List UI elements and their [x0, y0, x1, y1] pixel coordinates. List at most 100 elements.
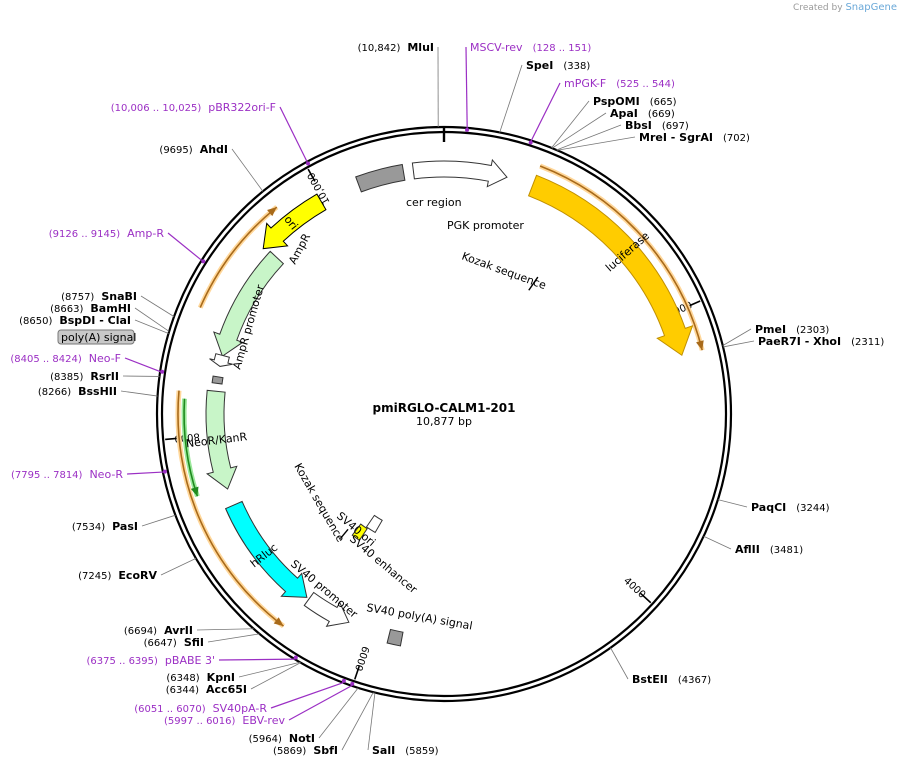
leader-line — [288, 685, 352, 721]
site-acc65i-position: (6344) — [166, 685, 199, 696]
leader-line — [279, 106, 308, 163]
scale-tick-label: 4000 — [621, 576, 647, 601]
site-bsshii-name: BssHII — [78, 385, 117, 398]
site-ecorv[interactable]: EcoRV(7245) — [78, 569, 157, 582]
site-kpni[interactable]: KpnI(6348) — [166, 671, 235, 684]
primer-ebv-rev[interactable]: EBV-rev(5997 .. 6016) — [164, 714, 285, 727]
primer-ebv-rev-position: (5997 .. 6016) — [164, 716, 236, 727]
site-avrii-name: AvrII — [164, 624, 193, 637]
label-highlight — [57, 329, 135, 345]
leader-lines — [120, 46, 755, 751]
primer-neo-r[interactable]: Neo-R(7795 .. 7814) — [11, 468, 123, 481]
watermark-brand: SnapGene — [845, 2, 897, 13]
site-apai[interactable]: ApaI(669) — [610, 107, 675, 120]
primer-neo-f-position: (8405 .. 8424) — [10, 354, 82, 365]
primer-sv40pa-r[interactable]: SV40pA-R(6051 .. 6070) — [134, 702, 267, 715]
site-bspdi-clai[interactable]: BspDI - ClaI(8650) — [19, 314, 131, 327]
feature-ampr-promoter[interactable] — [209, 353, 233, 367]
primer-pbabe-3-position: (6375 .. 6395) — [87, 656, 159, 667]
feature-sv40-ori[interactable] — [351, 523, 368, 541]
feature-luciferase[interactable] — [527, 174, 694, 357]
leader-line — [141, 514, 176, 527]
site-paer7i-xhoi[interactable]: PaeR7I - XhoI (2311) — [758, 335, 884, 348]
site-rsrii-name: RsrII — [90, 370, 119, 383]
feature-ampr-label: AmpR — [286, 231, 313, 266]
feature-kozak-sequence[interactable] — [528, 276, 539, 291]
site-paer7i-xhoi-name: PaeR7I - XhoI — [758, 335, 841, 348]
site-spei[interactable]: SpeI(338) — [526, 59, 590, 72]
site-mlui[interactable]: MluI(10,842) — [358, 41, 434, 54]
site-paer7i-xhoi-position: (2311) — [851, 337, 884, 348]
site-mrei-sgrai-name: MreI - SgrAI — [639, 131, 713, 144]
primer-amp-r[interactable]: Amp-R(9126 .. 9145) — [49, 227, 165, 240]
leader-line — [124, 357, 161, 373]
site-sfii[interactable]: SfiI(6647) — [144, 636, 204, 649]
site-bbsi[interactable]: BbsI(697) — [625, 119, 689, 132]
orf-arrowhead — [267, 207, 277, 217]
feature-sv40-promoter[interactable] — [303, 591, 350, 627]
feature-hrluc[interactable] — [224, 500, 308, 598]
site-avrii[interactable]: AvrII(6694) — [124, 624, 193, 637]
site-pasi[interactable]: PasI(7534) — [72, 520, 138, 533]
site-bsshii[interactable]: BssHII(8266) — [38, 385, 117, 398]
site-labels: MluI(10,842) SpeI(338) PspOMI(665)ApaI(669… — [10, 41, 884, 757]
site-snabi-name: SnaBI — [101, 290, 137, 303]
site-sali[interactable]: SalI(5859) — [372, 744, 439, 757]
site-kpni-name: KpnI — [207, 671, 235, 684]
site-bsteii[interactable]: BstEII(4367) — [632, 673, 711, 686]
primer-mpgk-f-position: (525 .. 544) — [616, 79, 675, 90]
leader-line — [703, 535, 732, 550]
feature-neor-kanr[interactable] — [205, 389, 238, 490]
primer-marker — [528, 140, 533, 145]
feature-kozak-sequence[interactable] — [339, 528, 349, 539]
orf-line — [539, 165, 703, 351]
leader-line — [499, 64, 523, 133]
leader-line — [318, 687, 359, 739]
site-rsrii[interactable]: RsrII(8385) — [50, 370, 119, 383]
feature-ori[interactable] — [262, 193, 327, 250]
site-noti[interactable]: NotI (5964) — [249, 732, 315, 745]
leader-line — [218, 658, 295, 661]
site-noti-position: (5964) — [249, 734, 282, 745]
primer-neo-f-name: Neo-F — [89, 352, 121, 365]
site-mrei-sgrai[interactable]: MreI - SgrAI(702) — [639, 131, 750, 144]
primer-mpgk-f[interactable]: mPGK-F(525 .. 544) — [564, 77, 675, 90]
site-snabi-position: (8757) — [61, 292, 94, 303]
primer-pbabe-3[interactable]: pBABE 3'(6375 .. 6395) — [87, 654, 216, 667]
site-snabi[interactable]: SnaBI (8757) — [61, 290, 137, 303]
feature-pgk-promoter[interactable] — [411, 158, 508, 188]
orf-arrowhead — [190, 486, 199, 497]
site-ahdi[interactable]: AhdI(9695) — [159, 143, 228, 156]
site-acc65i[interactable]: Acc65I (6344) — [166, 683, 247, 696]
feature-poly-a-signal[interactable] — [211, 375, 224, 385]
leader-line — [134, 307, 170, 332]
site-aflii[interactable]: AflII(3481) — [735, 543, 803, 556]
leader-line — [551, 100, 590, 149]
site-noti-name: NotI — [289, 732, 315, 745]
leader-line — [722, 328, 752, 346]
leader-line — [722, 340, 755, 348]
primer-mscv-rev[interactable]: MSCV-rev(128 .. 151) — [470, 41, 591, 54]
feature-sv40-poly-a-signal[interactable] — [386, 628, 404, 647]
leader-line — [126, 471, 163, 475]
site-aflii-position: (3481) — [770, 545, 803, 556]
site-sbfi-position: (5869) — [273, 746, 306, 757]
site-bamhi-name: BamHI — [90, 302, 131, 315]
site-sbfi[interactable]: SbfI(5869) — [273, 744, 338, 757]
primer-mscv-rev-name: MSCV-rev — [470, 41, 523, 54]
site-pmei[interactable]: PmeI(2303) — [755, 323, 829, 336]
primer-neo-f[interactable]: Neo-F (8405 .. 8424) — [10, 352, 121, 365]
site-bamhi[interactable]: BamHI(8663) — [50, 302, 131, 315]
site-acc65i-name: Acc65I — [206, 683, 247, 696]
site-apai-position: (669) — [648, 109, 675, 120]
feature-sv40-enhancer[interactable] — [365, 514, 383, 534]
site-ahdi-name: AhdI — [200, 143, 228, 156]
site-sfii-name: SfiI — [184, 636, 204, 649]
feature-ampr[interactable] — [213, 250, 285, 357]
primer-pbr322ori-f[interactable]: pBR322ori-F(10,006 .. 10,025) — [111, 101, 276, 114]
feature-cer-region[interactable] — [355, 163, 406, 193]
site-pspomi[interactable]: PspOMI(665) — [593, 95, 677, 108]
site-spei-name: SpeI — [526, 59, 553, 72]
site-mlui-position: (10,842) — [358, 43, 401, 54]
site-paqci[interactable]: PaqCI(3244) — [751, 501, 830, 514]
